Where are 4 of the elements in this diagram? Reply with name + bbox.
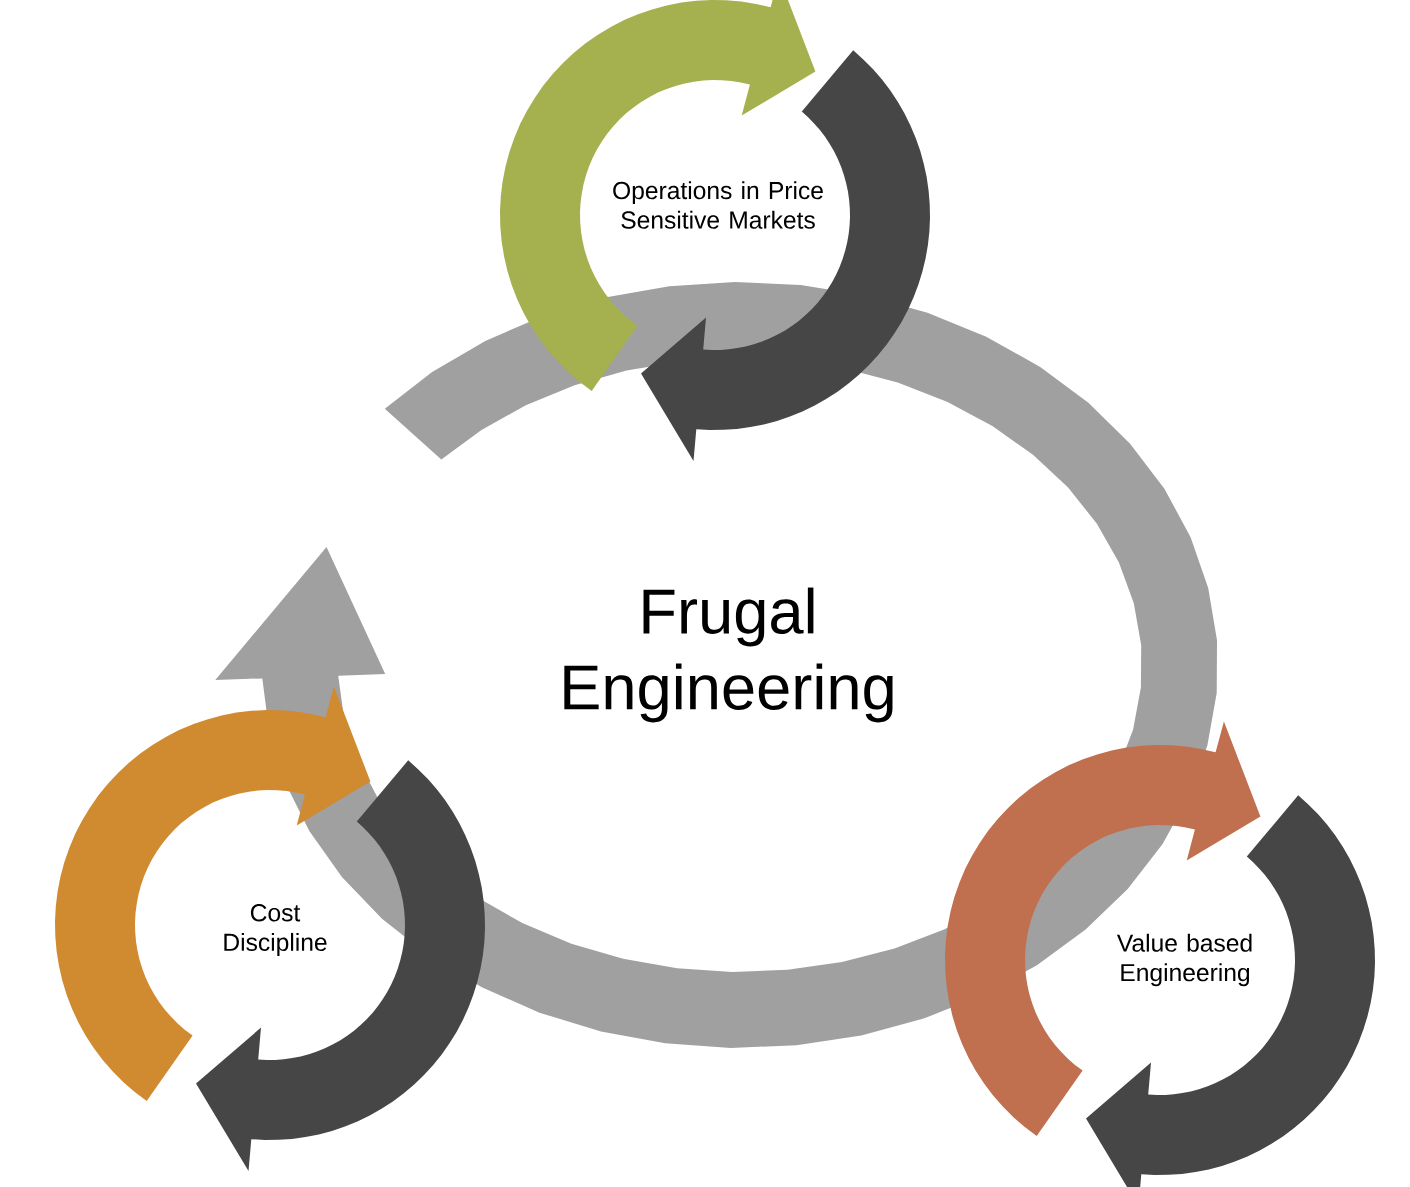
node-label: Operations in Price Sensitive Markets [613, 181, 823, 229]
node-label: Value based Engineering [1116, 933, 1252, 987]
node-label: Cost Discipline [224, 904, 327, 956]
node-label: Frugal Engineering [564, 587, 893, 723]
